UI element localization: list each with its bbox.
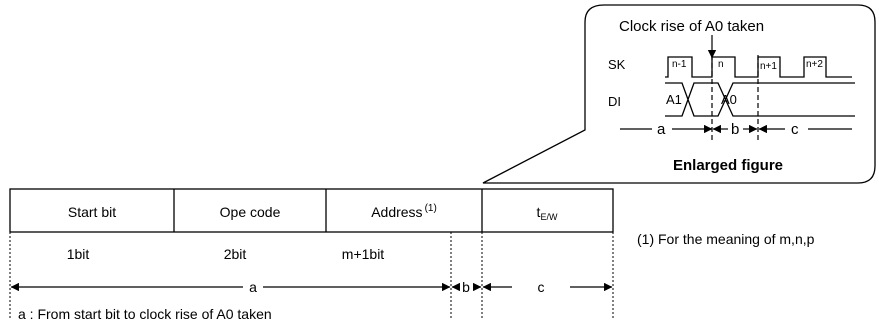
bits-ope: 2bit	[224, 246, 247, 262]
pulse-label-n-plus-1: n+1	[760, 61, 777, 72]
frame-seg-b-label: b	[462, 279, 470, 295]
frame-seg-c-label: c	[538, 279, 545, 295]
callout-title: Clock rise of A0 taken	[619, 18, 764, 35]
di-label: DI	[608, 94, 621, 109]
bits-start: 1bit	[67, 246, 90, 262]
di-waveform	[665, 82, 855, 117]
callout-caption: Enlarged figure	[673, 157, 783, 174]
pulse-label-n-1: n-1	[672, 59, 687, 70]
enlarged-callout: Clock rise of A0 taken SK n-1 n n+1 n+2 …	[482, 4, 876, 184]
sk-label: SK	[608, 57, 626, 72]
callout-bubble	[482, 4, 876, 184]
pulse-label-n: n	[718, 59, 724, 70]
sk-waveform	[665, 56, 852, 78]
di-a0-label: A0	[721, 92, 737, 107]
frame-seg-a-label: a	[249, 279, 257, 295]
pulse-label-n-plus-2: n+2	[806, 59, 823, 70]
bits-address: m+1bit	[342, 246, 385, 262]
instruction-frame: Start bit Ope code Address(1) tE/W 1bit …	[9, 188, 614, 320]
legend-a-text: a : From start bit to clock rise of A0 t…	[18, 306, 272, 320]
field-t-ew: tE/W	[537, 204, 558, 222]
callout-seg-b-label: b	[731, 121, 739, 138]
callout-seg-c-label: c	[791, 121, 799, 138]
frame-box	[9, 188, 614, 233]
field-ope-code: Ope code	[220, 204, 281, 220]
field-start-bit: Start bit	[68, 204, 116, 220]
callout-seg-a-label: a	[657, 121, 666, 138]
di-a1-label: A1	[666, 92, 682, 107]
footnote-text: (1) For the meaning of m,n,p	[637, 231, 815, 247]
field-address: Address(1)	[371, 203, 437, 220]
